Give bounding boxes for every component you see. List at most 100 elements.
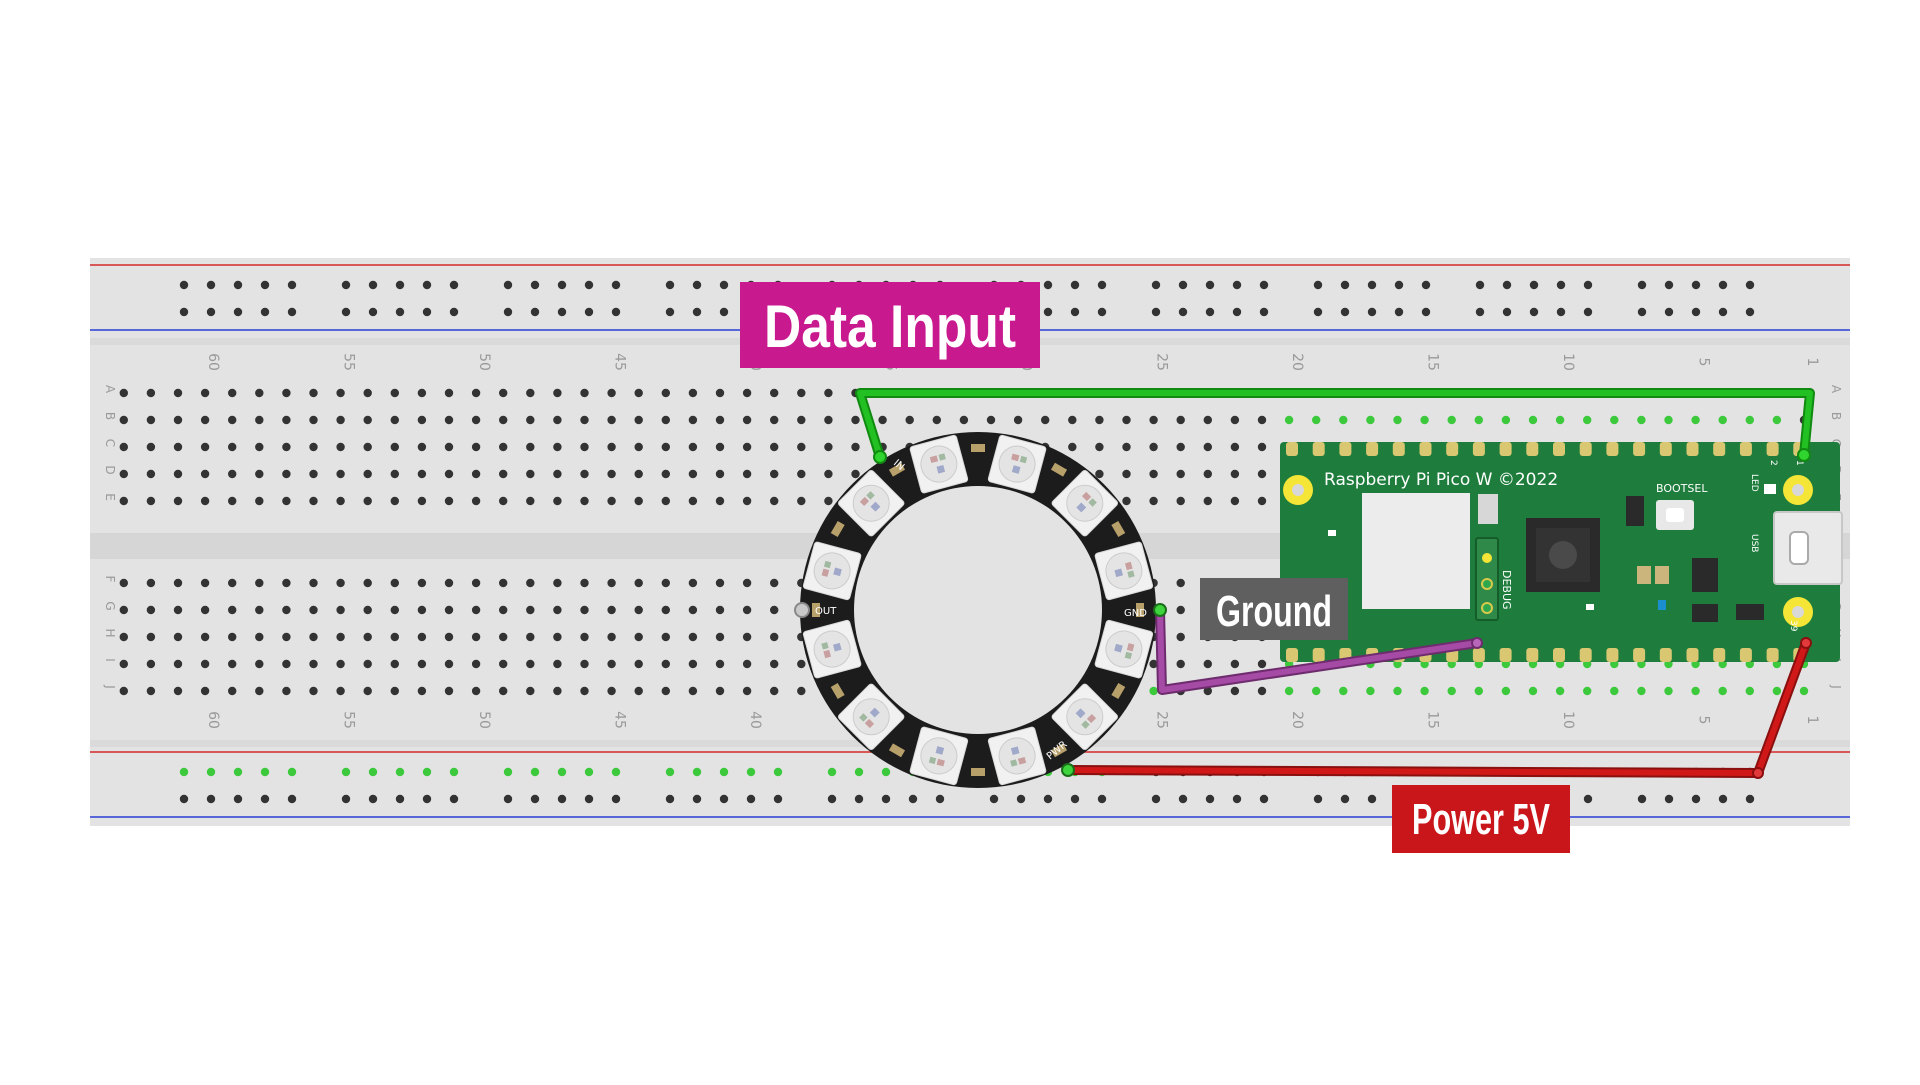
- breadboard-hole[interactable]: [584, 280, 594, 290]
- breadboard-hole[interactable]: [363, 605, 372, 615]
- breadboard-hole[interactable]: [173, 388, 183, 398]
- breadboard-hole[interactable]: [905, 415, 914, 425]
- breadboard-hole[interactable]: [471, 388, 481, 398]
- breadboard-hole[interactable]: [173, 686, 183, 696]
- breadboard-hole[interactable]: [1340, 794, 1350, 804]
- breadboard-hole[interactable]: [797, 415, 806, 425]
- breadboard-hole[interactable]: [200, 686, 210, 696]
- breadboard-hole[interactable]: [200, 605, 210, 615]
- breadboard-hole[interactable]: [526, 442, 535, 452]
- breadboard-hole[interactable]: [773, 794, 783, 804]
- breadboard-hole[interactable]: [422, 767, 432, 777]
- breadboard-hole[interactable]: [770, 659, 779, 669]
- breadboard-hole[interactable]: [1664, 794, 1674, 804]
- breadboard-hole[interactable]: [611, 280, 621, 290]
- breadboard-hole[interactable]: [503, 767, 513, 777]
- breadboard-hole[interactable]: [341, 307, 351, 317]
- breadboard-hole[interactable]: [228, 469, 237, 479]
- breadboard-hole[interactable]: [1637, 415, 1646, 425]
- breadboard-hole[interactable]: [309, 605, 318, 615]
- breadboard-hole[interactable]: [1178, 280, 1188, 290]
- breadboard-hole[interactable]: [553, 578, 562, 588]
- breadboard-hole[interactable]: [200, 578, 210, 588]
- breadboard-hole[interactable]: [1203, 496, 1213, 506]
- breadboard-hole[interactable]: [797, 469, 806, 479]
- breadboard-hole[interactable]: [471, 442, 481, 452]
- breadboard-hole[interactable]: [1257, 442, 1267, 452]
- breadboard-hole[interactable]: [282, 659, 291, 669]
- breadboard-hole[interactable]: [607, 686, 616, 696]
- breadboard-hole[interactable]: [1151, 794, 1161, 804]
- breadboard-hole[interactable]: [1178, 794, 1188, 804]
- breadboard-hole[interactable]: [499, 632, 508, 642]
- breadboard-hole[interactable]: [665, 280, 675, 290]
- breadboard-hole[interactable]: [336, 388, 345, 398]
- breadboard-hole[interactable]: [179, 280, 189, 290]
- breadboard-hole[interactable]: [1070, 794, 1080, 804]
- breadboard-hole[interactable]: [1013, 415, 1023, 425]
- breadboard-hole[interactable]: [368, 280, 378, 290]
- breadboard-hole[interactable]: [233, 767, 243, 777]
- breadboard-hole[interactable]: [1583, 794, 1593, 804]
- breadboard-hole[interactable]: [1122, 415, 1131, 425]
- breadboard-hole[interactable]: [557, 794, 567, 804]
- breadboard-hole[interactable]: [661, 659, 670, 669]
- breadboard-hole[interactable]: [770, 605, 779, 615]
- breadboard-hole[interactable]: [228, 496, 237, 506]
- breadboard-hole[interactable]: [742, 388, 752, 398]
- breadboard-hole[interactable]: [661, 415, 670, 425]
- breadboard-hole[interactable]: [1149, 686, 1158, 696]
- breadboard-hole[interactable]: [1799, 686, 1809, 696]
- breadboard-hole[interactable]: [1257, 469, 1267, 479]
- breadboard-hole[interactable]: [471, 496, 481, 506]
- breadboard-hole[interactable]: [665, 794, 675, 804]
- breadboard-hole[interactable]: [580, 388, 589, 398]
- breadboard-hole[interactable]: [282, 469, 291, 479]
- breadboard-hole[interactable]: [986, 415, 996, 425]
- breadboard-hole[interactable]: [580, 659, 589, 669]
- breadboard-hole[interactable]: [341, 794, 351, 804]
- breadboard-hole[interactable]: [715, 388, 725, 398]
- breadboard-hole[interactable]: [1718, 794, 1728, 804]
- breadboard-hole[interactable]: [746, 794, 756, 804]
- breadboard-hole[interactable]: [580, 605, 589, 615]
- breadboard-hole[interactable]: [553, 659, 562, 669]
- breadboard-hole[interactable]: [1610, 686, 1619, 696]
- breadboard-hole[interactable]: [1529, 280, 1539, 290]
- breadboard-hole[interactable]: [1718, 415, 1727, 425]
- breadboard-hole[interactable]: [260, 307, 270, 317]
- breadboard-hole[interactable]: [607, 496, 616, 506]
- breadboard-hole[interactable]: [607, 632, 616, 642]
- breadboard-hole[interactable]: [580, 632, 589, 642]
- breadboard-hole[interactable]: [282, 442, 291, 452]
- breadboard-hole[interactable]: [1257, 659, 1267, 669]
- breadboard-hole[interactable]: [1232, 794, 1242, 804]
- breadboard-hole[interactable]: [390, 388, 399, 398]
- breadboard-hole[interactable]: [1232, 307, 1242, 317]
- breadboard-hole[interactable]: [255, 388, 264, 398]
- breadboard-hole[interactable]: [444, 686, 454, 696]
- breadboard-hole[interactable]: [661, 388, 670, 398]
- breadboard-hole[interactable]: [1230, 415, 1240, 425]
- breadboard-hole[interactable]: [1259, 307, 1269, 317]
- breadboard-hole[interactable]: [634, 686, 643, 696]
- breadboard-hole[interactable]: [742, 686, 752, 696]
- breadboard-hole[interactable]: [1312, 415, 1321, 425]
- breadboard-hole[interactable]: [200, 442, 210, 452]
- breadboard-hole[interactable]: [146, 578, 156, 588]
- breadboard-hole[interactable]: [417, 686, 427, 696]
- breadboard-hole[interactable]: [580, 442, 589, 452]
- breadboard-hole[interactable]: [665, 307, 675, 317]
- breadboard-hole[interactable]: [688, 388, 698, 398]
- breadboard-hole[interactable]: [553, 605, 562, 615]
- breadboard-hole[interactable]: [881, 767, 891, 777]
- breadboard-hole[interactable]: [1583, 415, 1592, 425]
- breadboard-hole[interactable]: [179, 794, 189, 804]
- breadboard-hole[interactable]: [742, 632, 752, 642]
- breadboard-hole[interactable]: [1176, 469, 1185, 479]
- breadboard-hole[interactable]: [173, 442, 183, 452]
- breadboard-hole[interactable]: [770, 686, 779, 696]
- breadboard-hole[interactable]: [255, 415, 264, 425]
- breadboard-hole[interactable]: [824, 469, 833, 479]
- breadboard-hole[interactable]: [255, 686, 264, 696]
